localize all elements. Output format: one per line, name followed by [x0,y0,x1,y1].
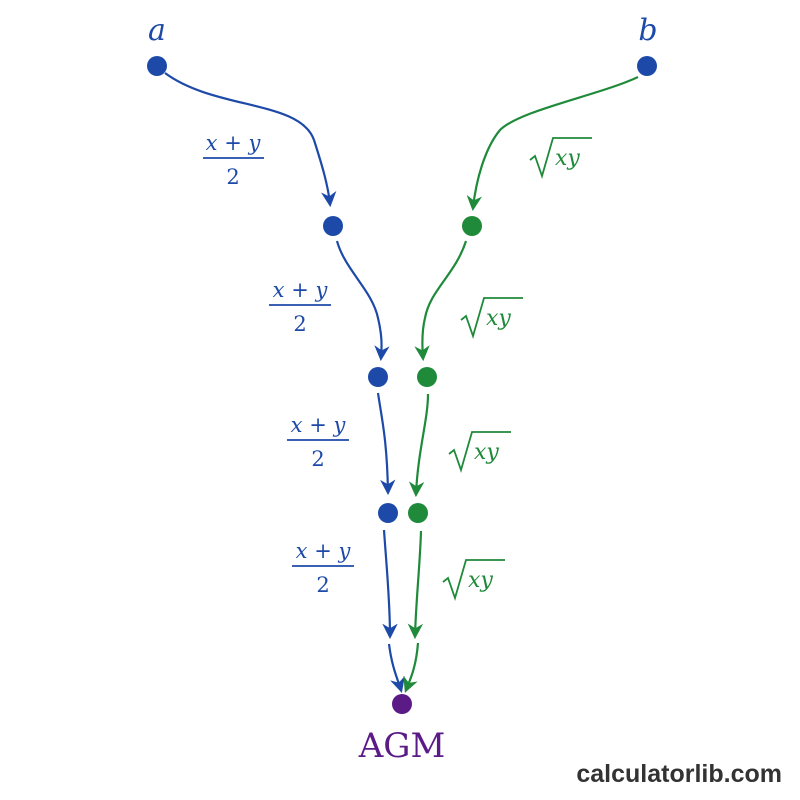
geo-label-4: xy [442,559,505,601]
arith-arrow-1 [164,72,337,208]
radical-sign [448,431,511,473]
arith-arrow-5 [387,643,405,693]
arith-label-4: x + y 2 [292,539,354,597]
geo-arrow-1 [466,76,639,212]
geo-node-3 [408,503,428,523]
geo-label-radicand: xy [486,306,511,331]
agm-label: AGM [358,726,446,766]
arith-label-2: x + y 2 [269,278,331,336]
geo-node-1 [462,216,482,236]
arith-label-numerator: x + y [296,539,352,563]
arith-label-numerator: x + y [273,278,329,302]
geo-label-radicand: xy [474,440,499,465]
watermark-text: calculatorlib.com [576,760,782,788]
geo-node-2 [417,367,437,387]
geo-arrow-4 [407,530,424,640]
arith-label-1: x + y 2 [203,131,264,189]
arith-label-denominator: 2 [311,447,324,471]
radical-sign [529,137,592,179]
input-label-a: a [148,13,166,48]
arith-node-2 [368,367,388,387]
geo-arrow-5 [403,642,420,693]
arith-arrow-3 [376,392,396,496]
arith-label-denominator: 2 [293,312,306,336]
geo-node-0 [637,56,657,76]
geo-label-radicand: xy [555,146,580,171]
arith-label-numerator: x + y [291,413,347,437]
arith-arrow-2 [335,240,390,362]
agm-node [392,694,412,714]
arith-node-0 [147,56,167,76]
arith-label-3: x + y 2 [287,413,349,471]
arith-node-1 [323,216,343,236]
geo-label-2: xy [460,297,523,339]
geo-label-3: xy [448,431,511,473]
geo-label-radicand: xy [468,568,493,593]
arith-label-numerator: x + y [206,131,262,155]
arith-node-3 [378,503,398,523]
geo-arrow-3 [408,393,430,498]
input-label-b: b [638,13,657,48]
geo-arrow-2 [414,240,468,362]
radical-sign [442,559,505,601]
radical-sign [460,297,523,339]
arith-arrow-4 [382,529,398,640]
geo-label-1: xy [529,137,592,179]
arith-label-denominator: 2 [226,165,239,189]
arith-label-denominator: 2 [316,573,329,597]
